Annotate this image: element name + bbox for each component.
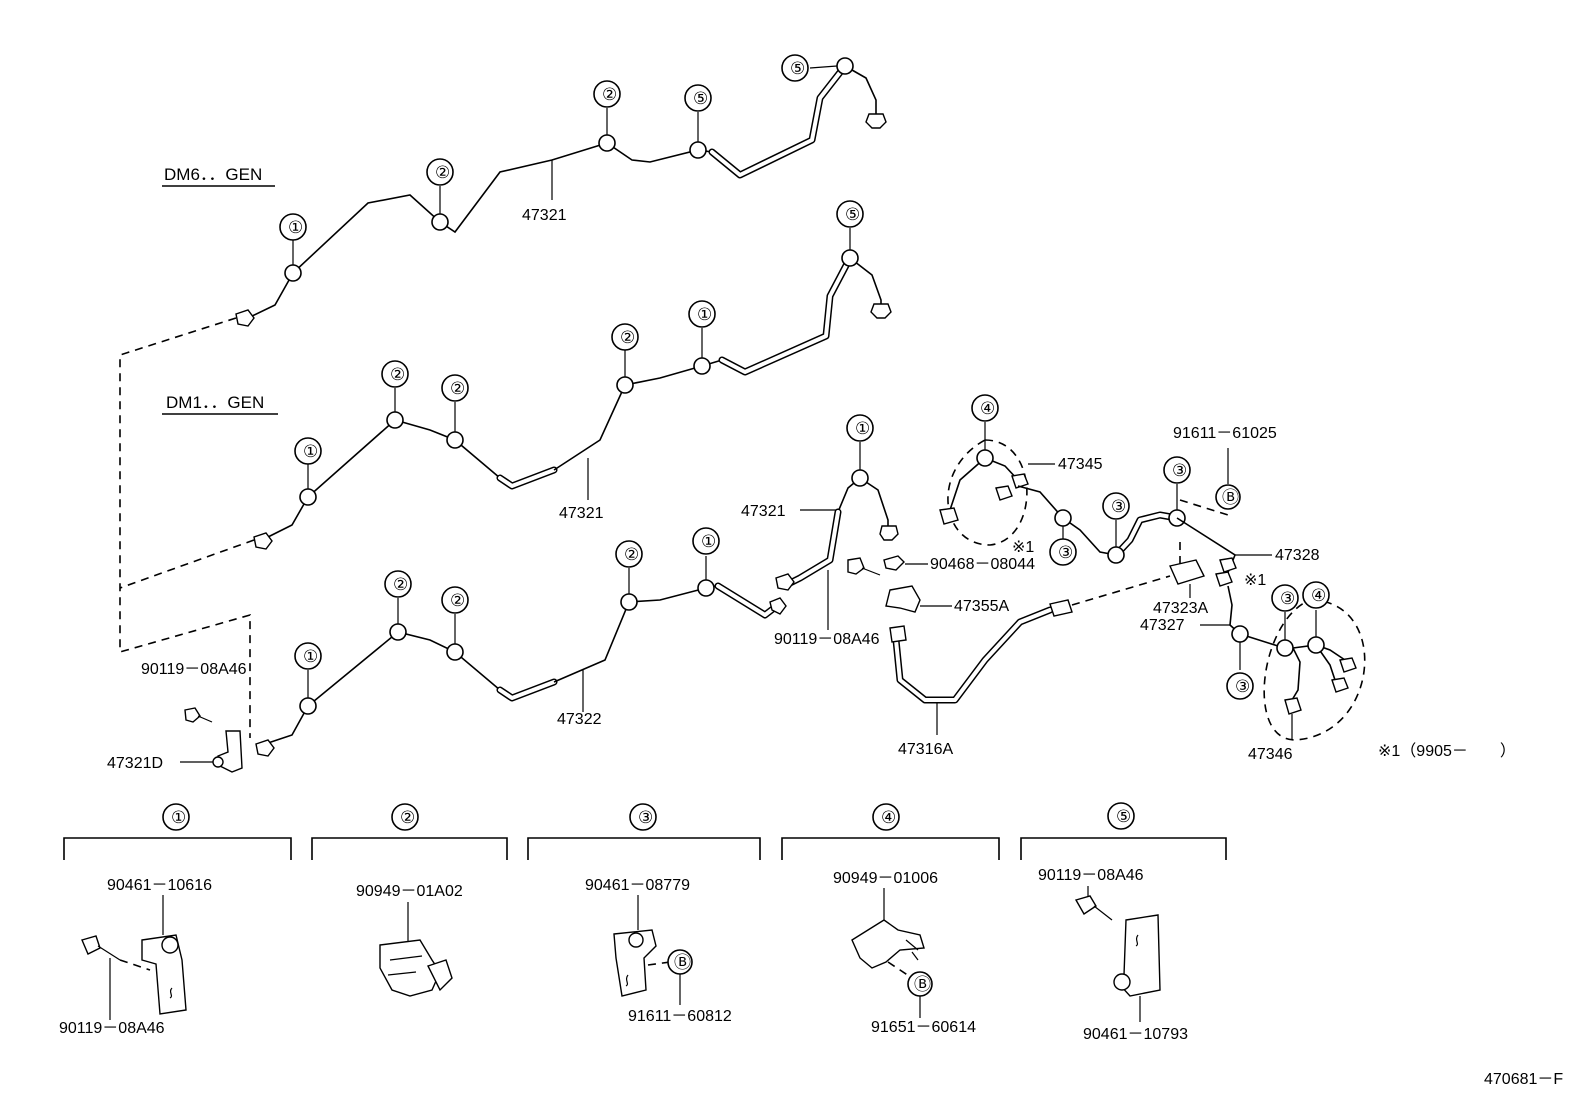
callout-3: ③ bbox=[1172, 461, 1187, 480]
variant-dm6-label: DM6．．GEN bbox=[164, 165, 262, 184]
legend-callout-5: ⑤ bbox=[1116, 807, 1131, 826]
part-label-47321D: 47321D bbox=[107, 755, 163, 772]
part-label-47321-dm6: 47321 bbox=[522, 207, 567, 224]
legend-callout-b: Ⓑ bbox=[914, 975, 931, 994]
part-label-47327: 47327 bbox=[1140, 617, 1185, 634]
legend-part-90461-10793: 90461－10793 bbox=[1083, 1026, 1188, 1043]
part-label-47345: 47345 bbox=[1058, 456, 1103, 473]
brake-line-middle bbox=[769, 442, 1171, 735]
legend-part-90119-08A46-g5: 90119－08A46 bbox=[1038, 867, 1144, 884]
part-labels: 47321 47321 47322 90119－08A46 47321D 473… bbox=[107, 207, 1516, 772]
part-label-47323A: 47323A bbox=[1153, 600, 1208, 617]
legend-part-90119-08A46: 90119－08A46 bbox=[59, 1020, 165, 1037]
callout-2: ② bbox=[602, 85, 617, 104]
legend-callout-b: Ⓑ bbox=[674, 953, 691, 972]
part-label-47355A: 47355A bbox=[954, 598, 1009, 615]
callout-1: ① bbox=[288, 218, 303, 237]
brake-line-47322 bbox=[180, 556, 782, 773]
part-label-90119-08A46-mid: 90119－08A46 bbox=[774, 631, 880, 648]
legend-part-90949-01A02: 90949－01A02 bbox=[356, 883, 463, 900]
callout-2: ② bbox=[620, 328, 635, 347]
callout-2: ② bbox=[435, 163, 450, 182]
callout-1: ① bbox=[303, 647, 318, 666]
callout-5: ⑤ bbox=[693, 89, 708, 108]
variant-dm1-label: DM1．．GEN bbox=[166, 393, 264, 412]
legend-part-91611-60812: 91611－60812 bbox=[628, 1008, 732, 1025]
callout-4: ④ bbox=[1311, 586, 1326, 605]
callout-1: ① bbox=[855, 419, 870, 438]
brake-line-right bbox=[939, 422, 1366, 741]
callout-5: ⑤ bbox=[790, 59, 805, 78]
legend-part-90949-01006: 90949－01006 bbox=[833, 870, 938, 887]
part-label-90468-08044: 90468－08044 bbox=[930, 556, 1035, 573]
callout-b: Ⓑ bbox=[1222, 488, 1239, 507]
callout-2: ② bbox=[624, 545, 639, 564]
legend-part-90461-10616: 90461－10616 bbox=[107, 877, 212, 894]
variant-labels: DM6．．GEN DM1．．GEN bbox=[162, 165, 278, 415]
part-label-47321-mid: 47321 bbox=[741, 503, 786, 520]
legend-part-90461-08779: 90461－08779 bbox=[585, 877, 690, 894]
callout-2: ② bbox=[450, 591, 465, 610]
part-label-47322: 47322 bbox=[557, 711, 602, 728]
callout-3: ③ bbox=[1235, 677, 1250, 696]
legend-part-91651-60614: 91651－60614 bbox=[871, 1019, 976, 1036]
callout-2: ② bbox=[393, 575, 408, 594]
callout-3: ③ bbox=[1280, 589, 1295, 608]
callout-3: ③ bbox=[1058, 543, 1073, 562]
callout-2: ② bbox=[450, 379, 465, 398]
note-x1: ※1 bbox=[1012, 539, 1034, 556]
part-label-47316A: 47316A bbox=[898, 741, 953, 758]
callout-5: ⑤ bbox=[845, 205, 860, 224]
dashed-connections-left bbox=[119, 317, 255, 738]
callout-1: ① bbox=[697, 305, 712, 324]
callout-4: ④ bbox=[980, 399, 995, 418]
clamp-legend: ① ② ③ ④ ⑤ 90461－10616 90119－08A46 90949－… bbox=[59, 802, 1227, 1043]
callout-1: ① bbox=[701, 532, 716, 551]
legend-callout-3: ③ bbox=[638, 808, 653, 827]
callout-1: ① bbox=[303, 442, 318, 461]
part-label-47346: 47346 bbox=[1248, 746, 1293, 763]
part-label-47321-dm1: 47321 bbox=[559, 505, 604, 522]
legend-callout-1: ① bbox=[171, 808, 186, 827]
legend-callout-4: ④ bbox=[881, 808, 896, 827]
part-label-47328: 47328 bbox=[1275, 547, 1320, 564]
brake-line-dm6 bbox=[235, 57, 887, 327]
legend-callout-2: ② bbox=[400, 808, 415, 827]
part-label-90119-08A46: 90119－08A46 bbox=[141, 661, 247, 678]
callout-2: ② bbox=[390, 365, 405, 384]
note-x1-range: ※1（9905－ ） bbox=[1378, 742, 1516, 760]
callouts: ① ② ② ⑤ ⑤ ① ② ② ② ① ⑤ ① ② ② ② ① ① ④ ③ ③ … bbox=[279, 54, 1330, 700]
figure-id: 470681－F bbox=[1484, 1071, 1563, 1088]
callout-3: ③ bbox=[1111, 497, 1126, 516]
brake-line-dm1 bbox=[253, 228, 892, 550]
note-x1: ※1 bbox=[1244, 572, 1266, 589]
part-label-91611-61025: 91611－61025 bbox=[1173, 425, 1277, 442]
